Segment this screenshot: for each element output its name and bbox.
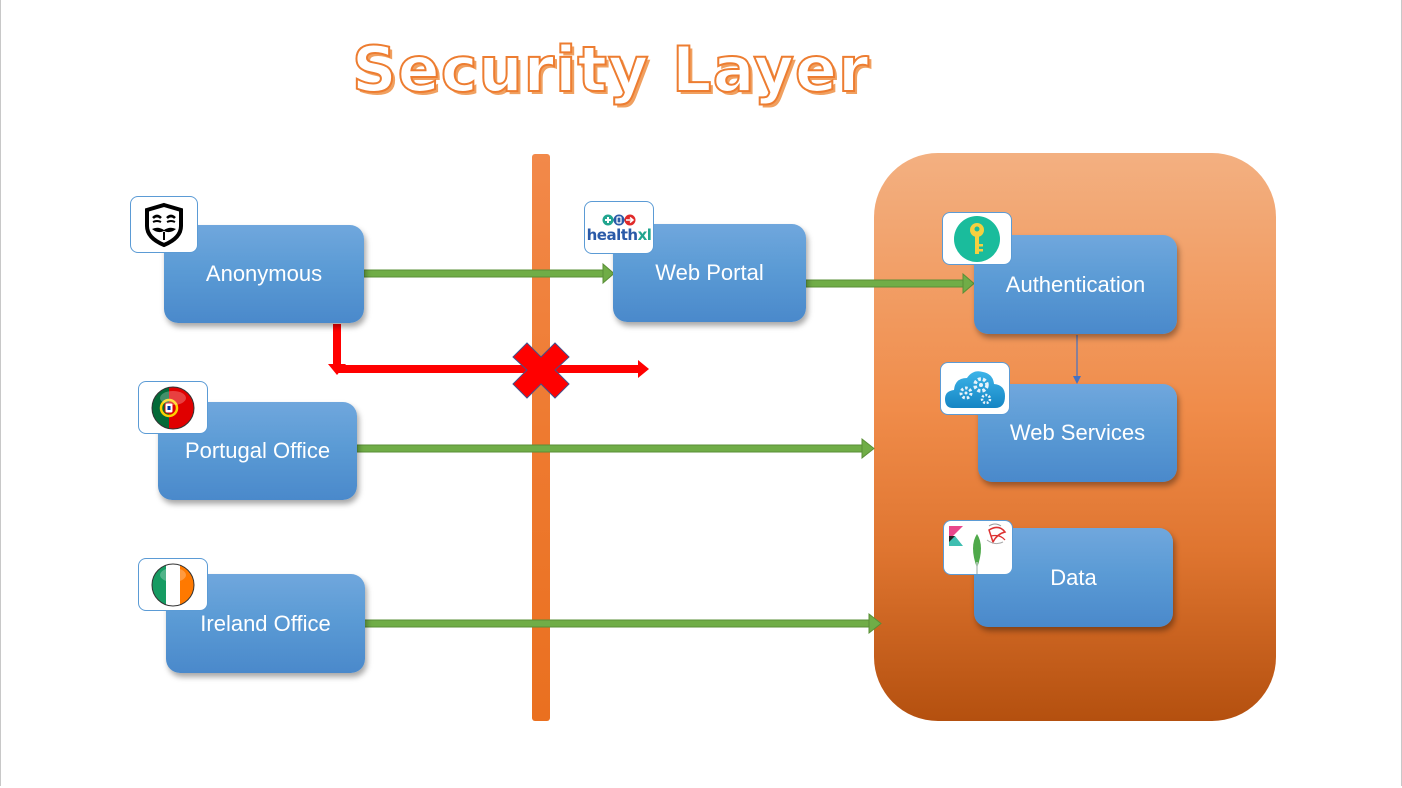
node-label: Data [1050,564,1097,590]
node-web-services[interactable]: Web Services [978,384,1177,482]
ireland-flag-icon [151,563,195,606]
anonymous-mask-icon [145,202,183,247]
anonymous-badge [130,196,198,253]
arrow-anonymous-blocked [328,324,649,378]
ireland-badge [138,558,208,611]
web-portal-badge: healthxl [584,201,654,254]
web-services-badge [940,362,1010,415]
security-barrier [532,154,550,721]
portugal-flag-icon [151,386,195,429]
portugal-badge [138,381,208,434]
database-logos-icon [949,523,1007,574]
node-label: Web Services [1009,420,1146,445]
node-label: Ireland Office [200,610,331,636]
node-label: Web Portal [655,260,764,285]
arrow-ireland-to-backend [363,612,882,635]
arrow-webportal-to-authentication [805,272,975,295]
key-icon [954,215,1000,262]
blocked-x-icon [512,342,570,399]
cloud-gears-icon [945,370,1005,408]
arrow-anonymous-to-webportal [363,262,615,285]
slide-title: Security Layer [351,32,870,107]
node-label: Authentication [1005,271,1146,297]
healthxl-logo-icon: healthxl [586,225,652,244]
authentication-badge [942,212,1012,265]
arrow-authentication-to-webservices [1073,335,1081,384]
data-badge [943,520,1013,575]
arrow-portugal-to-backend [356,437,875,460]
healthxl-symbols-icon [602,214,636,225]
node-label: Portugal Office [184,438,331,463]
node-label: Anonymous [205,261,323,286]
